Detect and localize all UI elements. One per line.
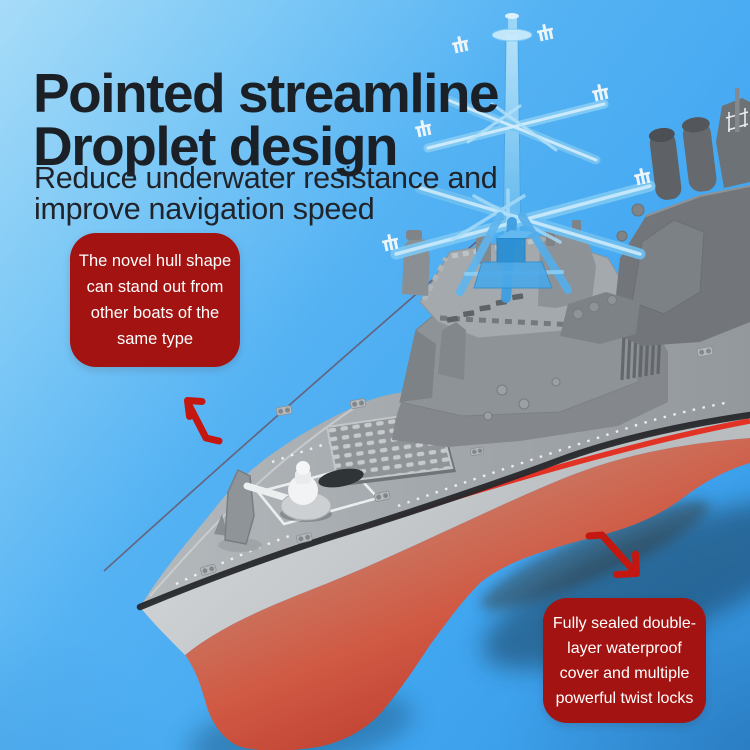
hull-freeboard (140, 415, 750, 655)
callout-line: The novel hull shape (78, 252, 232, 270)
deck-markings (175, 400, 731, 586)
title-line-2: Droplet design (33, 114, 399, 177)
deck-hatch-hole (318, 468, 364, 488)
subtitle-line-1: Reduce underwater resistance and (34, 161, 498, 195)
aft-superstructure (560, 88, 750, 346)
mast-tripod-base (456, 212, 572, 303)
callout-line: layer waterproof (567, 639, 682, 657)
callout-line: cover and multiple (559, 664, 690, 682)
callout-waterproof: Fully sealed double- layer waterproof co… (543, 598, 706, 723)
callout-hull-shape: The novel hull shape can stand out from … (70, 233, 240, 367)
title-line-1: Pointed streamline (33, 61, 500, 124)
callout-line: powerful twist locks (555, 689, 694, 707)
bow-gun-turret (243, 461, 332, 522)
funnels (648, 117, 717, 200)
callout-line: other boats of the (90, 304, 220, 322)
callout-line: Fully sealed double- (552, 614, 697, 632)
subtitle-line-2: improve navigation speed (34, 192, 375, 226)
callout-line: can stand out from (86, 278, 224, 296)
page-subtitle: Reduce underwater resistance and improve… (34, 161, 498, 226)
radar-mast (381, 13, 656, 303)
callout-line: same type (116, 330, 194, 348)
red-lower-hull (185, 438, 750, 750)
antenna-tips (381, 24, 651, 252)
upper-crossarm (423, 95, 609, 165)
page-title: Pointed streamline Droplet design (33, 61, 500, 177)
arrow-down-right (585, 531, 640, 578)
deck-rim (136, 411, 750, 611)
arrow-up-left (184, 397, 223, 445)
